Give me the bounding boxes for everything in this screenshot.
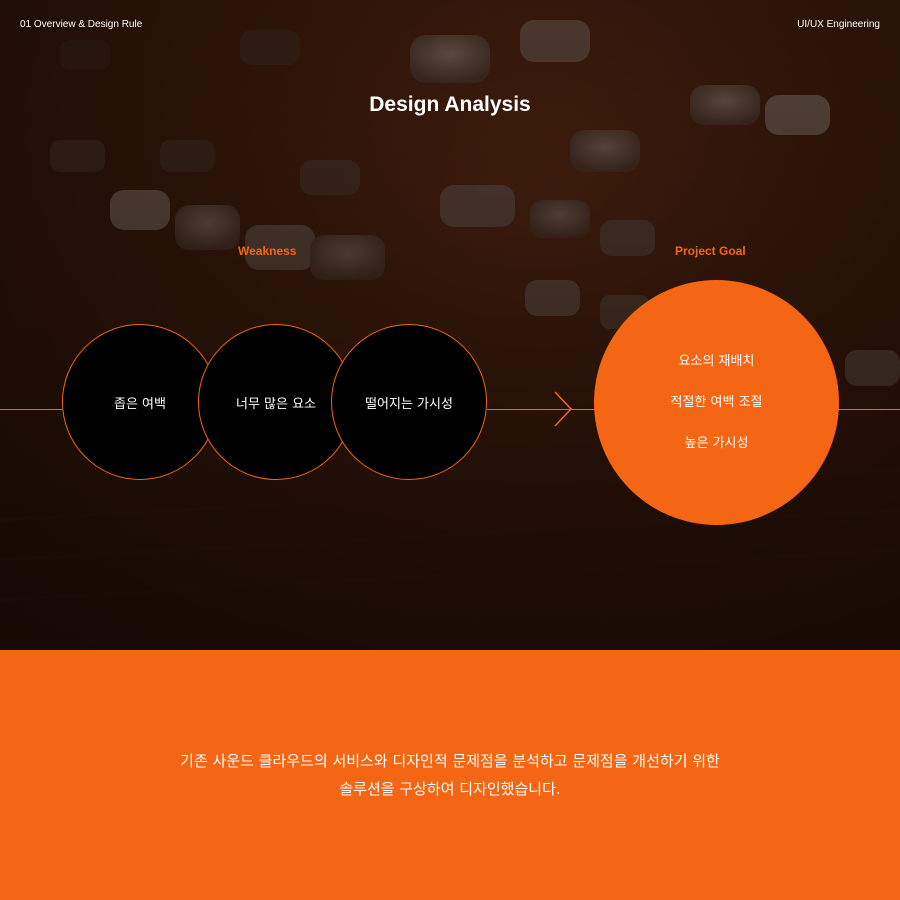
weakness-label: Weakness [238,244,297,258]
connector-line-middle [487,409,595,410]
weakness-circle-1: 좁은 여백 [62,324,218,480]
hero-section: 01 Overview & Design Rule UI/UX Engineer… [0,0,900,650]
summary-section: 기존 사운드 클라우드의 서비스와 디자인적 문제점을 분석하고 문제점을 개선… [0,650,900,900]
goal-item: 요소의 재배치 [678,354,755,369]
weakness-item: 좁은 여백 [114,396,166,412]
weakness-item: 떨어지는 가시성 [365,396,453,412]
weakness-circle-3: 떨어지는 가시성 [331,324,487,480]
chevron-right-icon [554,391,573,427]
summary-line-1: 기존 사운드 클라우드의 서비스와 디자인적 문제점을 분석하고 문제점을 개선… [180,752,720,770]
goal-item: 높은 가시성 [684,436,749,451]
project-goal-label: Project Goal [675,244,746,258]
connector-line-right [838,409,900,410]
page-title: Design Analysis [369,93,531,116]
weakness-item: 너무 많은 요소 [235,396,317,412]
weakness-circle-2: 너무 많은 요소 [198,324,354,480]
section-label: 01 Overview & Design Rule [20,19,143,30]
brand-label: UI/UX Engineering [797,19,880,30]
project-goal-circle: 요소의 재배치 적절한 여백 조절 높은 가시성 [594,280,839,525]
summary-line-2: 솔루션을 구상하여 디자인했습니다. [339,780,561,798]
goal-item: 적절한 여백 조절 [670,395,763,410]
connector-line-left [0,409,62,410]
